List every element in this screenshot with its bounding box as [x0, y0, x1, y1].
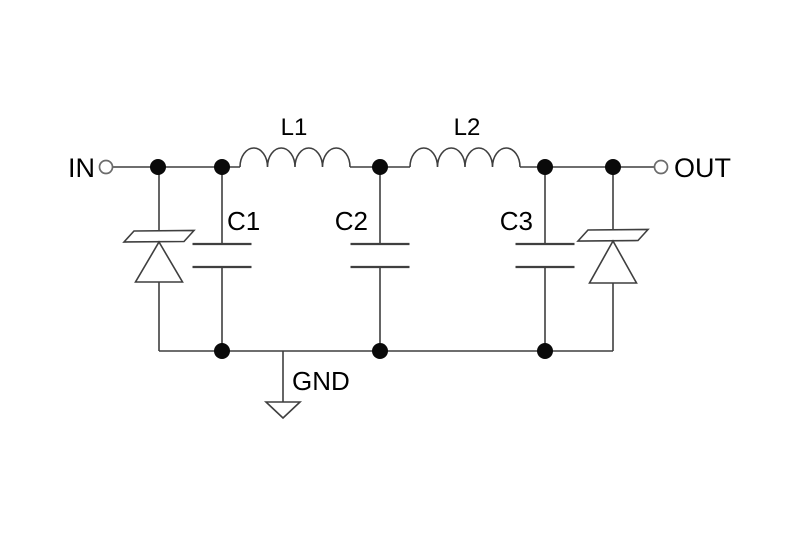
capacitor-c3-label: C3	[500, 206, 533, 236]
junction-dot-top-c3	[537, 159, 553, 175]
capacitor-c3: C3	[500, 167, 575, 351]
junction-dot-top-c1	[214, 159, 230, 175]
junction-dot-top-right-diode	[605, 159, 621, 175]
capacitor-c2-label: C2	[335, 206, 368, 236]
inductor-l2-coil	[409, 147, 521, 168]
tvs-diode-left	[122, 167, 196, 351]
ground-label: GND	[292, 366, 350, 396]
tvs-diode-left-triangle	[134, 240, 184, 283]
junction-dot-bottom-c3	[537, 343, 553, 359]
junction-dot-bottom-c1	[214, 343, 230, 359]
tvs-diode-right	[576, 167, 650, 351]
ground-triangle-icon	[263, 401, 303, 420]
capacitor-c2: C2	[335, 167, 410, 351]
tvs-diode-right-triangle	[588, 239, 638, 284]
capacitor-c2-plates	[350, 242, 410, 269]
inductor-l2-label: L2	[454, 114, 481, 141]
inductor-l1-coil	[239, 147, 351, 168]
capacitor-c1: C1	[192, 167, 260, 351]
junction-dot-top-c2	[372, 159, 388, 175]
out-terminal-circle	[653, 159, 669, 175]
inductor-l1: L1	[239, 114, 351, 168]
junction-dot-bottom-c2	[372, 343, 388, 359]
junction-dot-top-left-diode	[150, 159, 166, 175]
tvs-diode-right-cathode-bar	[576, 228, 650, 242]
inductor-l2: L2	[409, 114, 521, 168]
in-terminal: IN	[68, 153, 114, 183]
ground-symbol: GND	[263, 351, 350, 420]
out-label: OUT	[674, 153, 731, 183]
in-label: IN	[68, 153, 95, 183]
capacitor-c1-plates	[192, 242, 252, 269]
capacitor-c1-label: C1	[227, 206, 260, 236]
junction-dots	[150, 159, 621, 359]
in-terminal-circle	[98, 159, 114, 175]
inductor-l1-label: L1	[281, 114, 308, 141]
out-terminal: OUT	[653, 153, 731, 183]
capacitor-c3-plates	[515, 242, 575, 269]
tvs-diode-left-cathode-bar	[122, 229, 196, 243]
